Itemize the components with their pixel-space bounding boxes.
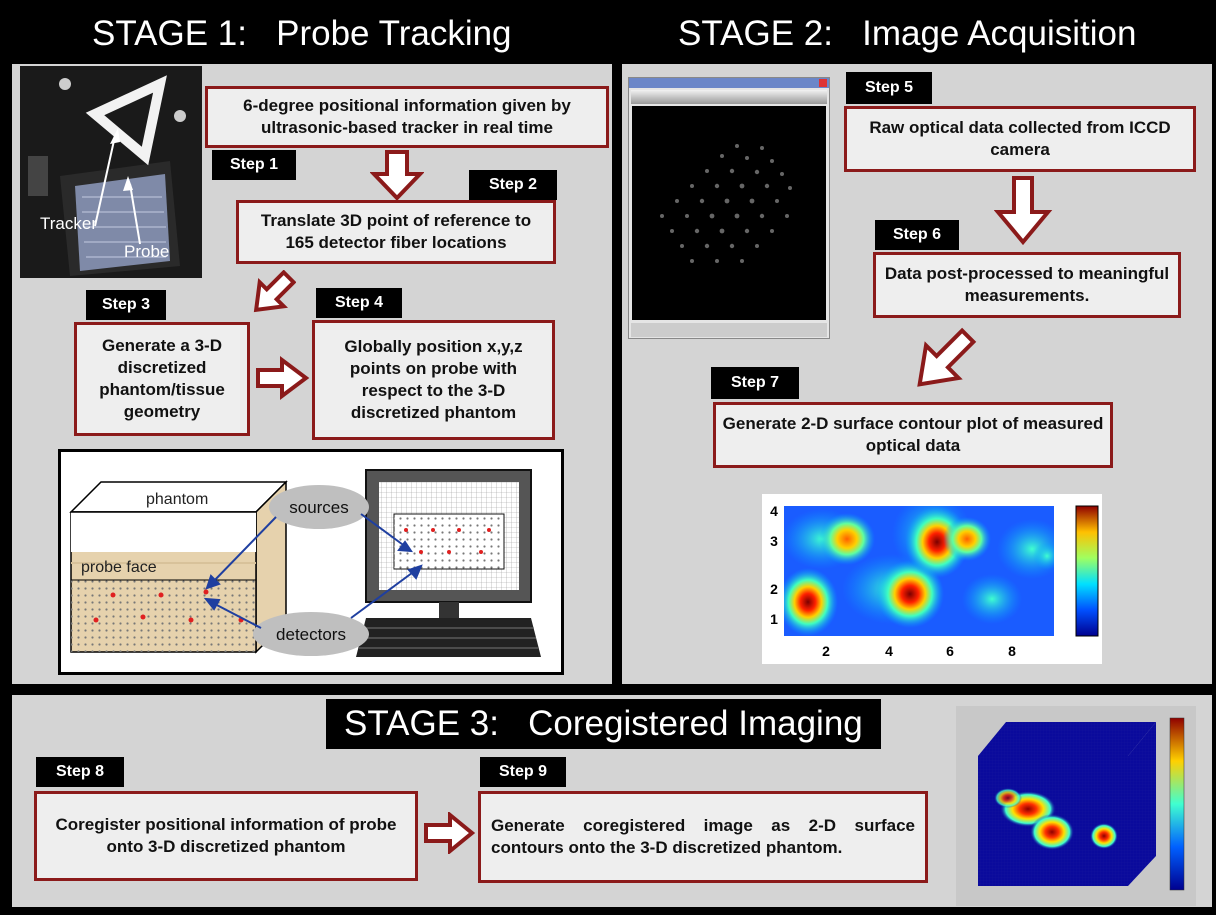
step-4-text: Globally position x,y,z points on probe … bbox=[344, 336, 523, 423]
contour-plot-svg: 4 3 2 1 2 4 6 8 bbox=[770, 503, 1099, 659]
contour-x-tick-6: 6 bbox=[946, 643, 954, 659]
step-6-label: Step 6 bbox=[875, 220, 959, 250]
step-3-label: Step 3 bbox=[86, 290, 166, 320]
camera-window bbox=[628, 77, 830, 339]
step-2-label: Step 2 bbox=[469, 170, 557, 200]
probe-label: Probe bbox=[124, 242, 170, 261]
step-1-label: Step 1 bbox=[212, 150, 296, 180]
callout-arrows bbox=[203, 513, 423, 629]
tracker-probe-photo: Tracker Probe bbox=[20, 66, 202, 278]
step-5-text: Raw optical data collected from ICCD cam… bbox=[869, 117, 1171, 159]
arrow-down-icon bbox=[994, 176, 1053, 246]
step-7-box: Generate 2-D surface contour plot of mea… bbox=[713, 402, 1113, 468]
phantom-illustration-svg: phantom probe face sources detectors bbox=[69, 469, 541, 657]
step-2-box: Translate 3D point of reference to 165 d… bbox=[236, 200, 556, 264]
source-dots bbox=[93, 589, 244, 623]
phantom-illustration: phantom probe face sources detectors bbox=[58, 449, 564, 675]
coregistered-3d-image bbox=[956, 706, 1196, 906]
arrow-right-icon bbox=[424, 812, 476, 854]
step-6-text: Data post-processed to meaningful measur… bbox=[884, 263, 1170, 305]
camera-spots bbox=[660, 144, 792, 263]
camera-window-statusbar bbox=[631, 323, 827, 337]
step-1-box: 6-degree positional information given by… bbox=[205, 86, 609, 148]
step-3-box: Generate a 3-D discretized phantom/tissu… bbox=[74, 322, 250, 436]
step-1-text: 6-degree positional information given by… bbox=[243, 95, 571, 137]
stage-2-title: STAGE 2: Image Acquisition bbox=[678, 14, 1137, 53]
colorbar bbox=[1075, 505, 1099, 637]
contour-x-tick-4: 4 bbox=[885, 643, 893, 659]
arrow-right-icon bbox=[256, 356, 310, 400]
detectors-label: detectors bbox=[276, 625, 346, 644]
step-4-label: Step 4 bbox=[316, 288, 402, 318]
step-9-label: Step 9 bbox=[480, 757, 566, 787]
stage-1-title: STAGE 1: Probe Tracking bbox=[92, 14, 512, 53]
camera-window-close-icon bbox=[819, 79, 827, 87]
step-8-box: Coregister positional information of pro… bbox=[34, 791, 418, 881]
contour-y-tick-1: 1 bbox=[770, 611, 778, 627]
camera-image bbox=[632, 106, 826, 320]
contour-y-tick-3: 3 bbox=[770, 533, 778, 549]
coregistered-3d-svg bbox=[978, 717, 1185, 891]
stage-3-title: STAGE 3: Coregistered Imaging bbox=[326, 699, 881, 749]
step-7-text: Generate 2-D surface contour plot of mea… bbox=[722, 413, 1104, 455]
camera-window-titlebar bbox=[629, 78, 829, 88]
arrow-diagonal-icon bbox=[917, 327, 977, 387]
contour-x-tick-2: 2 bbox=[822, 643, 830, 659]
arrow-down-icon bbox=[370, 150, 424, 201]
step-7-label: Step 7 bbox=[711, 367, 799, 399]
tracker-label: Tracker bbox=[40, 214, 97, 233]
arrow-diagonal-icon bbox=[253, 270, 296, 313]
step-8-label: Step 8 bbox=[36, 757, 124, 787]
step-3-text: Generate a 3-D discretized phantom/tissu… bbox=[99, 335, 225, 422]
contour-y-tick-4: 4 bbox=[770, 503, 778, 519]
step-9-text: Generate coregistered image as 2-D surfa… bbox=[491, 815, 915, 857]
step-5-label: Step 5 bbox=[846, 72, 932, 104]
step-8-text: Coregister positional information of pro… bbox=[55, 814, 397, 856]
probe-face-text: probe face bbox=[81, 559, 157, 576]
step-5-box: Raw optical data collected from ICCD cam… bbox=[844, 106, 1196, 172]
phantom-text: phantom bbox=[146, 491, 208, 508]
step-4-box: Globally position x,y,z points on probe … bbox=[312, 320, 555, 440]
step-6-box: Data post-processed to meaningful measur… bbox=[873, 252, 1181, 318]
camera-window-toolbar bbox=[631, 90, 827, 104]
sources-label: sources bbox=[289, 498, 349, 517]
contour-plot: 4 3 2 1 2 4 6 8 bbox=[762, 494, 1102, 664]
step-2-text: Translate 3D point of reference to 165 d… bbox=[260, 210, 532, 252]
step-9-box: Generate coregistered image as 2-D surfa… bbox=[478, 791, 928, 883]
photo-illustration bbox=[20, 66, 202, 278]
contour-y-tick-2: 2 bbox=[770, 581, 778, 597]
contour-x-tick-8: 8 bbox=[1008, 643, 1016, 659]
